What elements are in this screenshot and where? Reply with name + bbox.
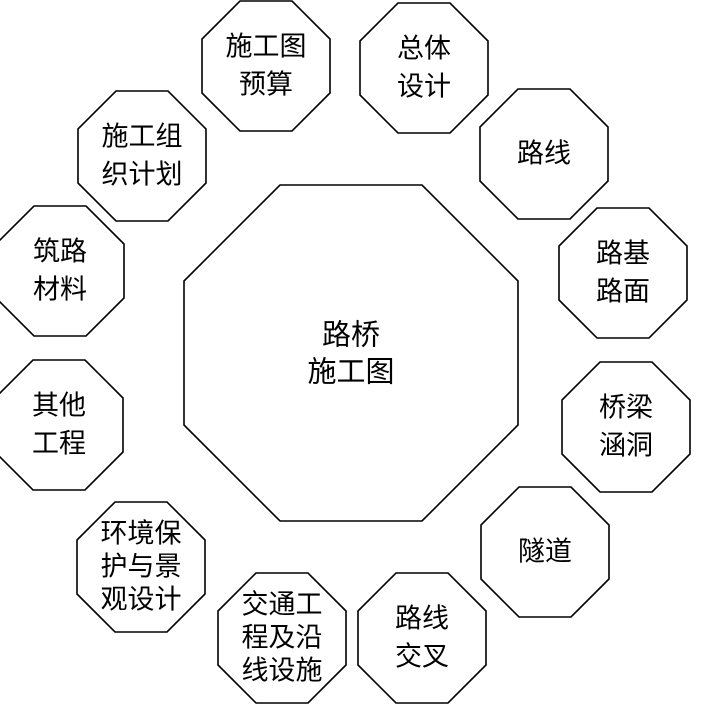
node-route-label-line: 路线 [517,139,571,170]
node-subgrade-pavement-label-line: 路面 [596,277,650,308]
node-other-engineering-octagon [0,359,124,491]
node-tunnel: 隧道 [480,486,610,618]
node-construction-plan-label-line: 织计划 [102,160,183,191]
node-subgrade-pavement-octagon [558,207,688,339]
node-traffic-engineering-label-line: 线设施 [242,656,323,687]
node-route-intersection-label-line: 路线 [395,604,449,635]
node-environment-landscape-label-line: 环境保 [101,519,182,550]
center-node-shape-octagon [183,184,519,522]
node-environment-landscape-label-line: 观设计 [101,585,182,616]
node-construction-plan-octagon [77,90,207,222]
node-traffic-engineering-label-line: 程及沿 [242,623,323,654]
node-general-design-label-line: 设计 [397,72,451,103]
node-environment-landscape-label-line: 护与景 [101,552,182,583]
node-route-intersection-label-line: 交叉 [395,642,449,673]
node-route-intersection-octagon [357,572,487,704]
node-bridge-culvert-label-line: 桥梁 [599,393,653,424]
node-construction-budget-label-line: 预算 [239,70,293,101]
node-road-materials-label-line: 材料 [33,275,87,306]
node-road-materials-label-line: 筑路 [33,237,87,268]
node-road-materials-octagon [0,205,125,337]
node-other-engineering-label-line: 工程 [32,429,86,460]
node-general-design-octagon [359,2,489,134]
node-general-design-label-line: 总体 [397,34,451,65]
center-node-shape-label-line: 路桥 [322,318,380,352]
node-construction-budget-octagon [201,0,331,132]
node-traffic-engineering-octagon [217,572,347,704]
node-other-engineering-label-line: 其他 [32,391,86,422]
node-construction-plan-label-line: 施工组 [102,122,183,153]
node-tunnel-octagon [480,486,610,618]
node-traffic-engineering-label-line: 交通工 [242,590,323,621]
node-construction-budget-label-line: 施工图 [226,32,307,63]
node-route-octagon [479,88,609,220]
node-bridge-culvert-octagon [561,361,691,493]
node-environment-landscape-octagon [76,501,206,633]
center-node-shape-label-line: 施工图 [307,355,394,389]
node-bridge-culvert-label-line: 涵洞 [599,431,653,462]
node-subgrade-pavement-label-line: 路基 [596,239,650,270]
node-tunnel-label-line: 隧道 [518,537,572,568]
node-route: 路线 [479,88,609,220]
